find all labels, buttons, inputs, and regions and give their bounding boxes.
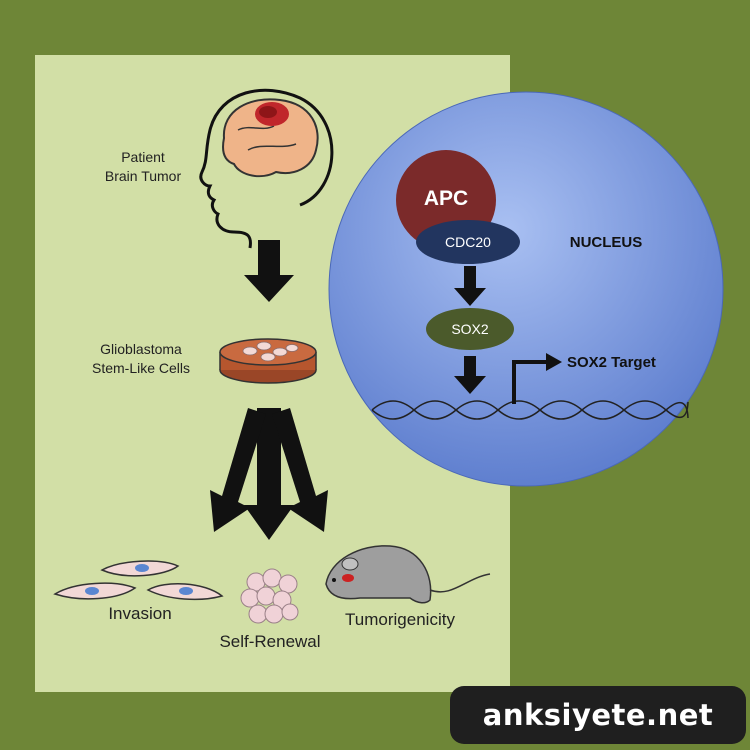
patient-label-line2: Brain Tumor — [104, 168, 182, 184]
transcription-arrow-icon — [512, 353, 562, 404]
mouse-icon — [325, 545, 491, 604]
arrow-down-icon — [454, 266, 486, 306]
patient-label: Patient Brain Tumor — [88, 148, 198, 186]
watermark-badge: anksiyete.net — [450, 686, 746, 744]
arrow-down-icon — [244, 240, 294, 302]
sphere-cluster-icon — [240, 568, 299, 624]
head-icon — [199, 88, 334, 249]
arrow-down-icon — [454, 356, 486, 394]
petri-dish-icon — [219, 338, 317, 384]
tumor-mark — [255, 102, 289, 126]
dna-helix-icon — [371, 400, 689, 420]
apc-label: APC — [424, 187, 468, 210]
cdc20-node — [416, 220, 520, 264]
cdc20-label: CDC20 — [445, 234, 491, 250]
gsc-label-line1: Glioblastoma — [100, 341, 182, 357]
gsc-label-line2: Stem-Like Cells — [91, 360, 191, 376]
branch-arrows-icon — [210, 408, 328, 540]
sox2-target-label: SOX2 Target — [567, 354, 656, 371]
self-renewal-label: Self-Renewal — [219, 632, 321, 651]
patient-label-line1: Patient — [121, 149, 165, 165]
nucleus-title: NUCLEUS — [570, 234, 643, 251]
invasion-cells-icon — [53, 560, 224, 601]
gsc-label: Glioblastoma Stem-Like Cells — [76, 340, 206, 378]
invasion-label: Invasion — [108, 604, 172, 623]
nucleus-circle — [328, 91, 724, 487]
sox2-node — [426, 308, 514, 350]
sox2-label: SOX2 — [451, 321, 489, 337]
brain-icon — [222, 98, 319, 178]
tumorigenicity-label: Tumorigenicity — [345, 610, 455, 629]
